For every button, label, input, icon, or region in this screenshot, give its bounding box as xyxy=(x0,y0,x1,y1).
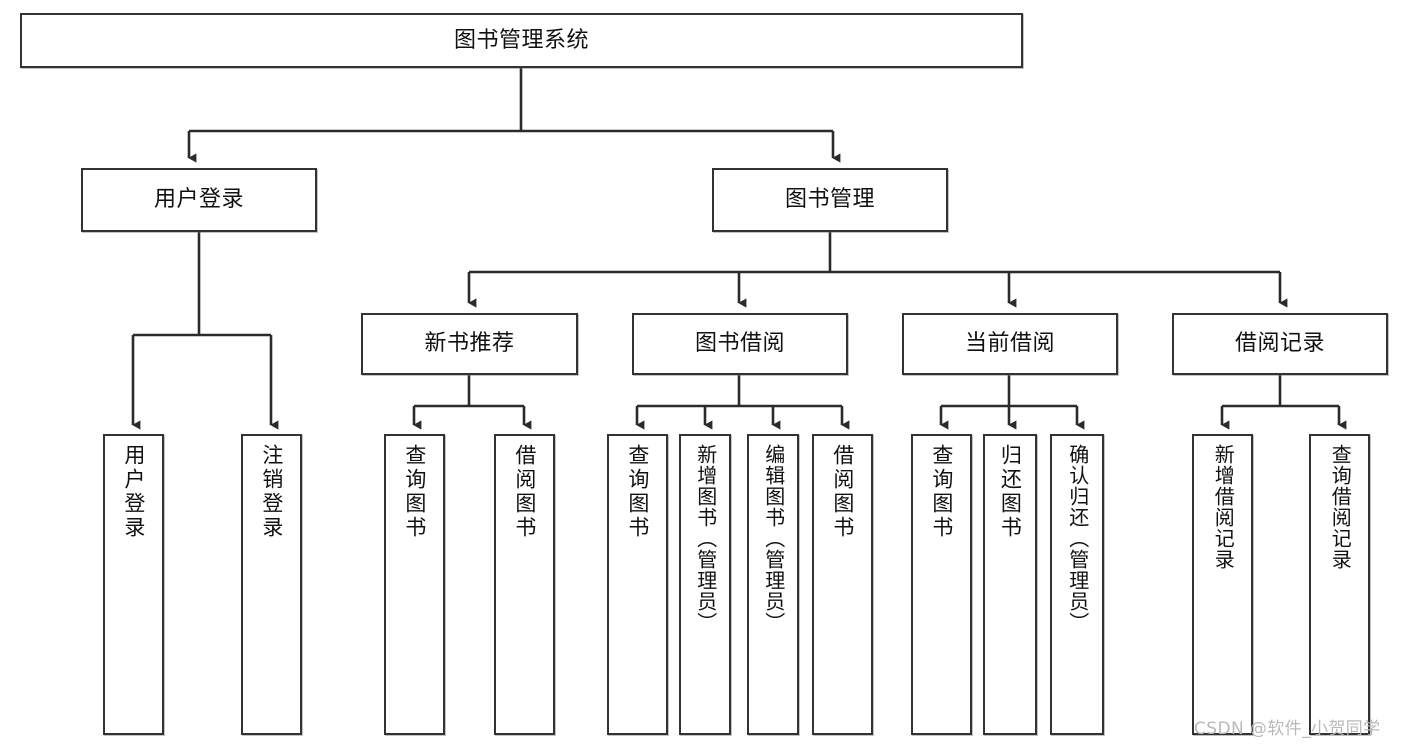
node-label: 归还图书 xyxy=(998,444,1023,540)
leaf-record-add-borrow-record[interactable]: 新增借阅记录 xyxy=(1192,434,1253,735)
node-label: 确认归还（管理员） xyxy=(1065,444,1090,633)
leaf-recommend-query-book[interactable]: 查询图书 xyxy=(384,434,445,735)
node-label: 当前借阅 xyxy=(964,331,1055,357)
leaf-current-return-book[interactable]: 归还图书 xyxy=(983,434,1037,735)
leaf-recommend-borrow-book[interactable]: 借阅图书 xyxy=(494,434,555,735)
node-label: 查询图书 xyxy=(625,444,650,540)
leaf-record-query-borrow-record[interactable]: 查询借阅记录 xyxy=(1309,434,1370,735)
node-root-system[interactable]: 图书管理系统 xyxy=(20,13,1023,68)
node-label: 用户登录 xyxy=(121,444,146,540)
node-label: 图书管理系统 xyxy=(453,27,589,53)
leaf-current-query-book[interactable]: 查询图书 xyxy=(911,434,972,735)
node-label: 新增借阅记录 xyxy=(1211,444,1236,570)
node-user-login[interactable]: 用户登录 xyxy=(81,168,317,232)
node-current-borrow[interactable]: 当前借阅 xyxy=(902,313,1118,375)
leaf-current-confirm-return-admin[interactable]: 确认归还（管理员） xyxy=(1050,434,1104,735)
node-label: 新书推荐 xyxy=(424,331,515,357)
node-label: 用户登录 xyxy=(153,187,244,213)
leaf-user-logout[interactable]: 注销登录 xyxy=(241,434,302,735)
leaf-borrow-add-book-admin[interactable]: 新增图书（管理员） xyxy=(679,434,731,735)
node-label: 注销登录 xyxy=(259,444,284,540)
node-label: 借阅记录 xyxy=(1234,331,1325,357)
node-label: 查询图书 xyxy=(929,444,954,540)
node-borrow-record[interactable]: 借阅记录 xyxy=(1172,313,1388,375)
node-label: 借阅图书 xyxy=(830,444,855,540)
leaf-borrow-edit-book-admin[interactable]: 编辑图书（管理员） xyxy=(747,434,799,735)
node-label: 查询借阅记录 xyxy=(1328,444,1353,570)
node-label: 查询图书 xyxy=(402,444,427,540)
node-new-book-recommend[interactable]: 新书推荐 xyxy=(361,313,578,375)
node-label: 图书管理 xyxy=(784,187,875,213)
leaf-borrow-borrow-book[interactable]: 借阅图书 xyxy=(812,434,873,735)
node-book-borrow[interactable]: 图书借阅 xyxy=(632,313,848,375)
leaf-user-login[interactable]: 用户登录 xyxy=(103,434,164,735)
node-label: 借阅图书 xyxy=(512,444,537,540)
node-label: 编辑图书（管理员） xyxy=(761,444,786,633)
node-label: 新增图书（管理员） xyxy=(693,444,718,633)
node-label: 图书借阅 xyxy=(694,331,785,357)
node-book-management[interactable]: 图书管理 xyxy=(712,168,948,232)
csdn-watermark: CSDN @软件_小贺同学 xyxy=(1194,719,1381,739)
leaf-borrow-query-book[interactable]: 查询图书 xyxy=(607,434,668,735)
